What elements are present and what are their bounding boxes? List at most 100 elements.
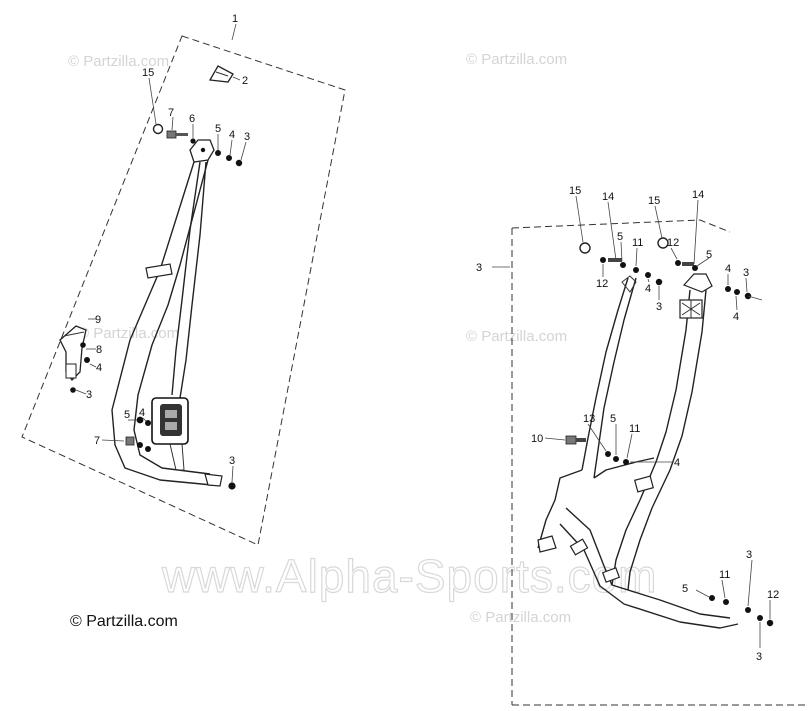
nut-3 (766, 619, 774, 627)
washer-4 (645, 272, 651, 278)
spacer-11 (613, 456, 619, 462)
washer-12 (675, 260, 681, 266)
callout: 11 (629, 423, 640, 435)
washer-4 (757, 615, 763, 621)
nut-15 (152, 123, 164, 135)
bolt-shank (576, 438, 586, 442)
belt-end-tip (537, 535, 557, 553)
left-assembly-boundary (21, 35, 346, 546)
callout: 4 (96, 362, 102, 374)
right-strap-anchor (682, 273, 713, 293)
left-callouts: 1 2 15 7 6 5 4 3 9 8 4 3 5 4 7 3 (86, 13, 250, 467)
lap-belt-lower (565, 507, 731, 619)
callout: 1 (232, 13, 238, 25)
bolt (608, 258, 622, 262)
right-leader-lines (492, 195, 771, 648)
nut (137, 442, 143, 448)
washer-4 (84, 357, 90, 363)
callout: 3 (656, 301, 662, 313)
callout: 3 (756, 651, 762, 663)
shoulder-strap (171, 161, 201, 396)
callout: 2 (242, 75, 248, 87)
nut-15 (579, 242, 591, 254)
washer (734, 289, 740, 295)
callout: 3 (746, 549, 752, 561)
nut-3 (70, 387, 76, 393)
washer-5 (215, 150, 221, 156)
callout: 5 (617, 231, 623, 243)
right-strap-edge (651, 289, 707, 509)
washer-12 (709, 595, 715, 601)
callout: 3 (476, 262, 482, 274)
callout: 11 (719, 569, 730, 581)
callout: 15 (569, 185, 581, 197)
stitching (681, 300, 701, 318)
guide-cap-edge (215, 71, 229, 77)
right-assembly-boundary-top (511, 219, 731, 233)
right-strap (639, 289, 691, 501)
hardware-right-middle (565, 435, 629, 465)
washer-4 (725, 286, 731, 292)
spacer-6 (190, 138, 196, 144)
hardware-right-top (579, 237, 763, 301)
anchor-hole (200, 147, 206, 153)
callout: 5 (124, 409, 130, 421)
copyright-text: © Partzilla.com (70, 613, 178, 630)
callout: 10 (531, 433, 543, 445)
hardware-top (152, 123, 243, 167)
bolt-shank (176, 133, 188, 136)
callout: 5 (215, 123, 221, 135)
callout: 9 (95, 314, 101, 326)
lap-belt-left (537, 469, 583, 549)
bolt-13 (565, 435, 577, 445)
callout: 8 (96, 344, 102, 356)
washer-4 (623, 459, 629, 465)
washer-5 (605, 451, 611, 457)
hardware-retractor (125, 416, 236, 490)
watermark-partzilla: © Partzilla.com (470, 609, 571, 626)
washer-5 (136, 416, 144, 424)
watermark-partzilla: © Partzilla.com (466, 51, 567, 68)
callout: 3 (244, 131, 250, 143)
nut-15 (657, 237, 669, 249)
callout: 13 (583, 413, 595, 425)
spacer-14 (692, 265, 698, 271)
callout: 5 (682, 583, 688, 595)
lap-belt-center-edge (627, 507, 653, 591)
callout: 15 (648, 195, 660, 207)
belt-clip (569, 538, 589, 556)
callout: 3 (229, 455, 235, 467)
spacer-11 (633, 267, 639, 273)
bolt (682, 262, 694, 266)
seat-belt-buckle (59, 325, 87, 381)
watermark-alpha-sports: www.Alpha-Sports.com (161, 550, 658, 602)
spacer-8 (80, 342, 86, 348)
callout: 12 (667, 237, 679, 249)
belt-clip (633, 475, 655, 493)
washer-4 (226, 155, 232, 161)
callout: 4 (645, 283, 651, 295)
callout: 11 (632, 237, 643, 249)
belt-webbing-outer (111, 161, 213, 486)
washer-12 (600, 257, 606, 263)
callout: 3 (743, 267, 749, 279)
callout: 12 (767, 589, 779, 601)
callout: 15 (142, 67, 154, 79)
watermark-partzilla: © Partzilla.com (466, 328, 567, 345)
left-leader-lines (75, 23, 247, 483)
nut-3 (235, 159, 243, 167)
spacer-11 (745, 607, 751, 613)
callout: 6 (189, 113, 195, 125)
shoulder-strap-edge (179, 161, 207, 399)
callout: 12 (596, 278, 608, 290)
right-seat-belt-assembly: 15 14 5 11 12 4 3 15 12 14 5 4 3 4 3 10 … (476, 185, 805, 706)
callout: 4 (725, 263, 731, 275)
bolt-7 (125, 436, 135, 446)
callout: 5 (706, 249, 712, 261)
callout: 14 (692, 189, 704, 201)
callout: 7 (94, 435, 100, 447)
callout: 3 (86, 389, 92, 401)
callout: 7 (168, 107, 174, 119)
